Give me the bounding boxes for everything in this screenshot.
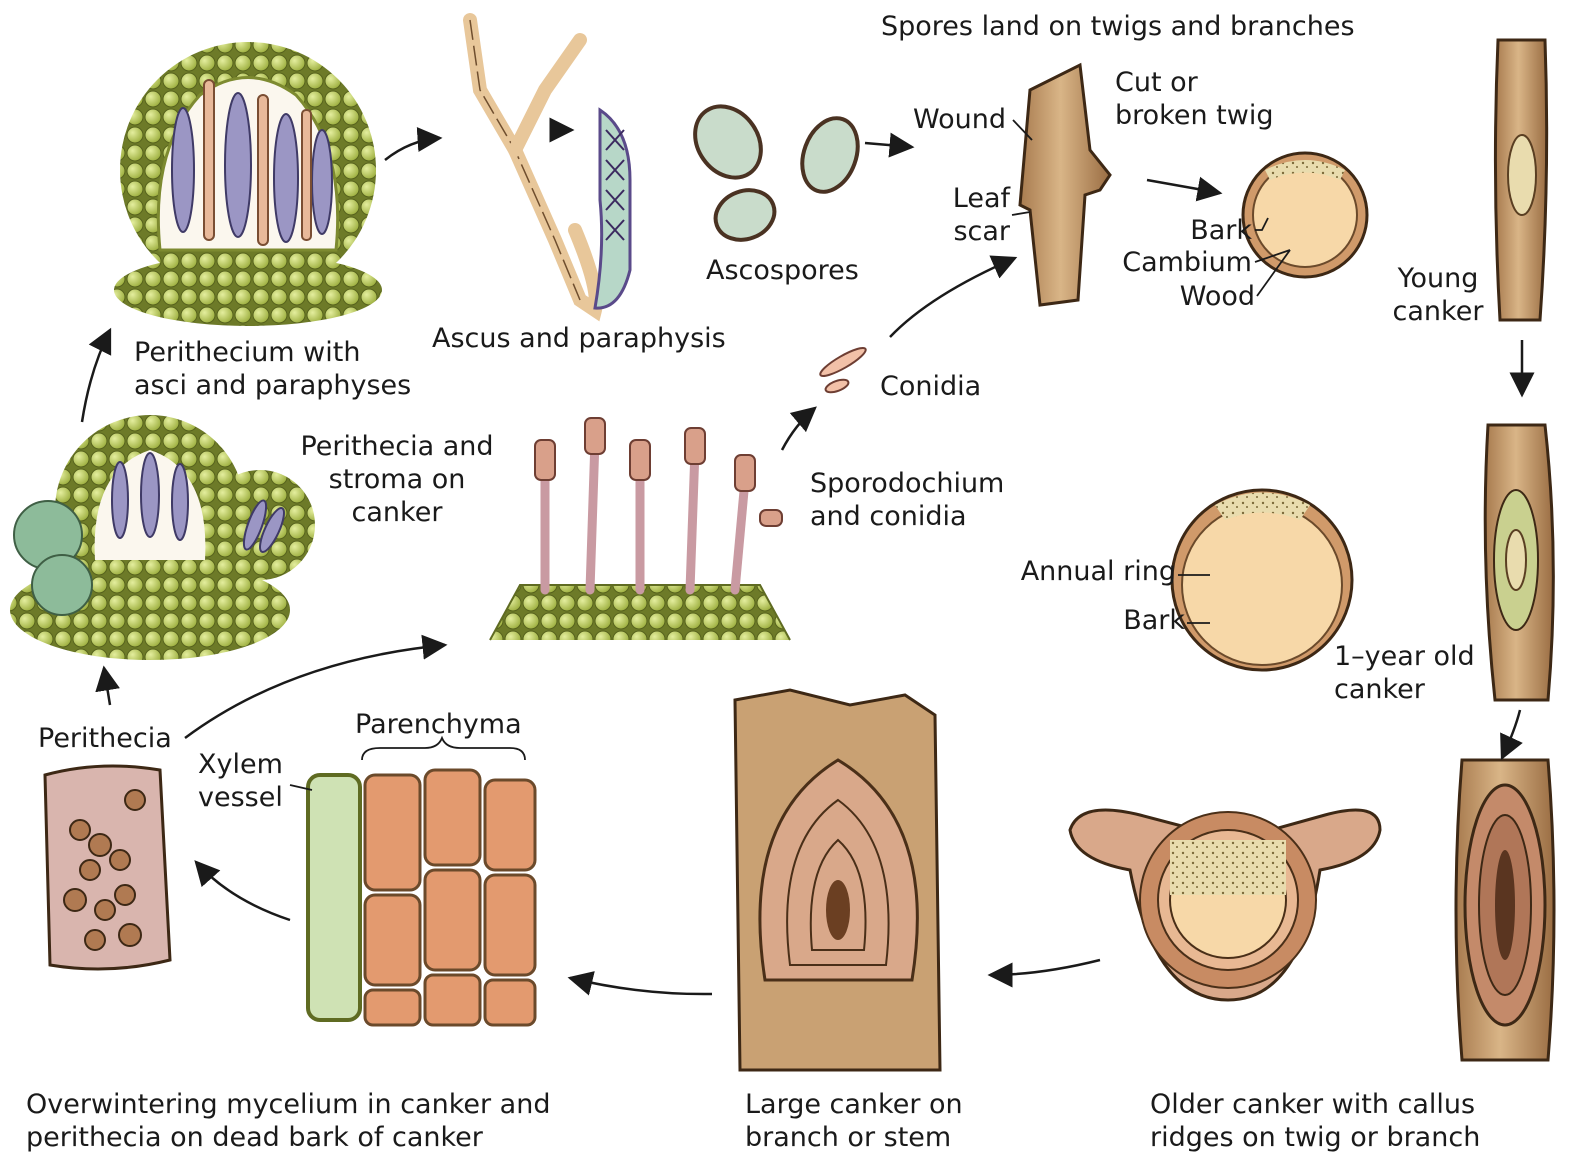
- label-young-canker: Young canker: [1384, 262, 1492, 328]
- label-spores-land: Spores land on twigs and branches: [881, 10, 1355, 43]
- one-year-canker-stem: [1485, 425, 1553, 700]
- arrow-mycelium-to-perithecia: [196, 862, 290, 920]
- twig-illustration: [1020, 65, 1110, 305]
- label-parenchyma: Parenchyma: [355, 708, 522, 741]
- label-bark-annual: Bark: [1095, 604, 1185, 637]
- arrow-large-to-mycelium: [570, 978, 712, 994]
- label-wood: Wood: [1160, 280, 1255, 313]
- label-perithecia-stroma: Perithecia and stroma on canker: [287, 430, 507, 529]
- label-ascospores: Ascospores: [706, 254, 859, 287]
- label-cambium: Cambium: [1122, 246, 1252, 279]
- arrow-1year-to-older: [1502, 710, 1520, 758]
- ascospores-illustration: [682, 94, 868, 248]
- label-one-year-canker: 1–year old canker: [1334, 640, 1475, 706]
- arrow-older-to-large: [990, 960, 1100, 975]
- older-canker-cross-section: [1070, 810, 1380, 1000]
- arrow-conidia-to-twig: [890, 258, 1015, 337]
- label-leaf-scar: Leaf scar: [930, 182, 1010, 248]
- label-sporodochium: Sporodochium and conidia: [810, 467, 1004, 533]
- label-wound: Wound: [913, 103, 1006, 136]
- twig-cross-section: [1243, 153, 1367, 277]
- perithecia-bark-illustration: [45, 766, 170, 969]
- label-cut-twig: Cut or broken twig: [1115, 66, 1273, 132]
- caption-older-canker: Older canker with callus ridges on twig …: [1150, 1088, 1480, 1154]
- caption-overwintering: Overwintering mycelium in canker and per…: [26, 1088, 550, 1154]
- parenchyma-bracket: [362, 738, 525, 760]
- arrow-perithecia-up: [104, 668, 110, 705]
- label-perithecium-asci: Perithecium with asci and paraphyses: [134, 336, 411, 402]
- arrow-sporodochium-to-conidia: [782, 408, 815, 450]
- caption-large-canker: Large canker on branch or stem: [745, 1088, 963, 1154]
- arrow-twig-to-section: [1147, 180, 1220, 193]
- label-conidia: Conidia: [880, 370, 981, 403]
- arrow-ascospores-to-wound: [865, 143, 912, 147]
- conidia-illustration: [817, 344, 868, 395]
- label-perithecia: Perithecia: [38, 722, 172, 755]
- sporodochium-illustration: [490, 418, 790, 640]
- perithecium-illustration: [114, 42, 382, 326]
- xylem-parenchyma-illustration: [308, 770, 535, 1025]
- annual-ring-cross-section: [1172, 490, 1352, 670]
- arrow-perithecium-to-ascus: [385, 138, 440, 160]
- label-annual-ring: Annual ring: [986, 555, 1176, 588]
- ascus-paraphysis-illustration: [470, 20, 630, 310]
- label-bark-twig: Bark: [1160, 214, 1252, 247]
- arrow-stroma-up: [82, 330, 110, 422]
- label-xylem-vessel: Xylem vessel: [198, 748, 283, 814]
- young-canker-stem: [1495, 40, 1546, 320]
- label-ascus-paraphysis: Ascus and paraphysis: [432, 322, 726, 355]
- large-canker-stem: [735, 690, 940, 1070]
- older-canker-stem: [1456, 760, 1554, 1060]
- perithecia-stroma-illustration: [10, 415, 315, 660]
